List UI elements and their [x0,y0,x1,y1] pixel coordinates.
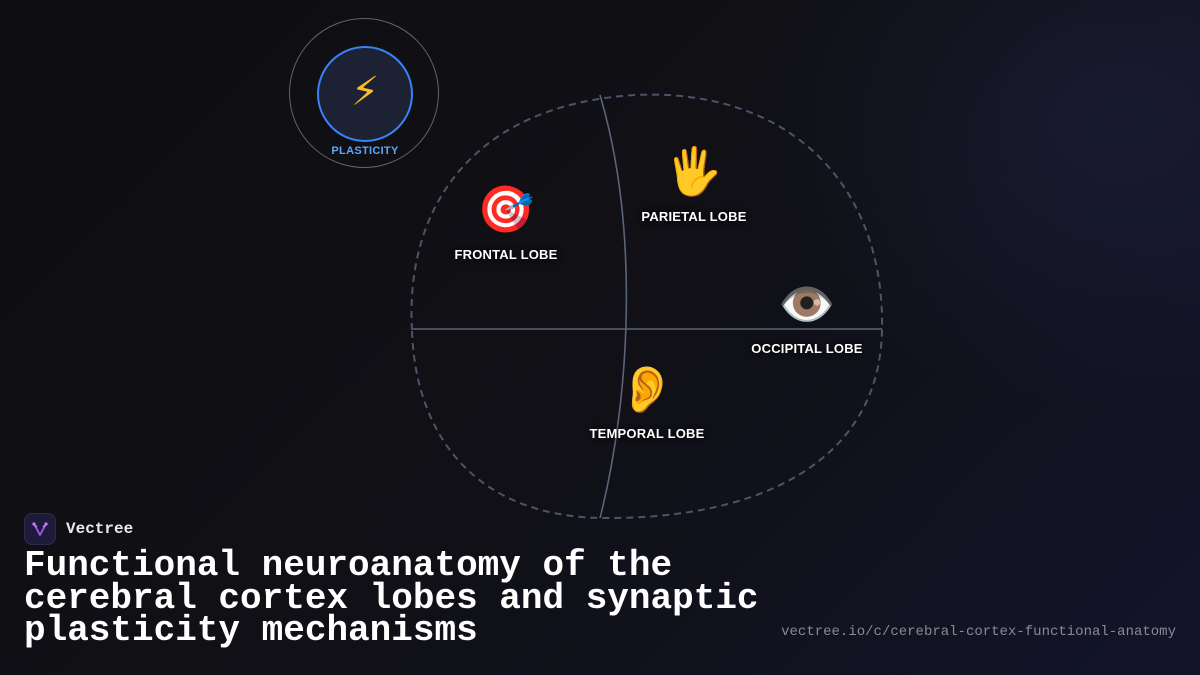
vectree-logo-icon [24,513,56,545]
ear-icon: 👂 [618,362,676,416]
central-sulcus-line [599,94,628,519]
lightning-bolt-icon: ⚡ [350,69,380,115]
lobe-label-occipital: OCCIPITAL LOBE [751,341,863,356]
plasticity-outer-ring [289,18,439,168]
lobe-label-parietal: PARIETAL LOBE [641,209,747,224]
brain-outline [410,93,884,520]
target-icon: 🎯 [477,182,535,236]
brand: Vectree [24,512,133,546]
plasticity-label: PLASTICITY [331,145,399,157]
eye-icon: 👁️ [778,277,836,331]
plasticity-node [317,46,413,142]
lobe-label-frontal: FRONTAL LOBE [454,247,558,262]
lobe-label-temporal: TEMPORAL LOBE [589,426,705,441]
source-url: vectree.io/c/cerebral-cortex-functional-… [781,624,1176,640]
raised-hand-icon: 🖐 [665,144,723,198]
page-title: Functional neuroanatomy of the cerebral … [24,545,759,651]
brand-name: Vectree [66,520,134,538]
